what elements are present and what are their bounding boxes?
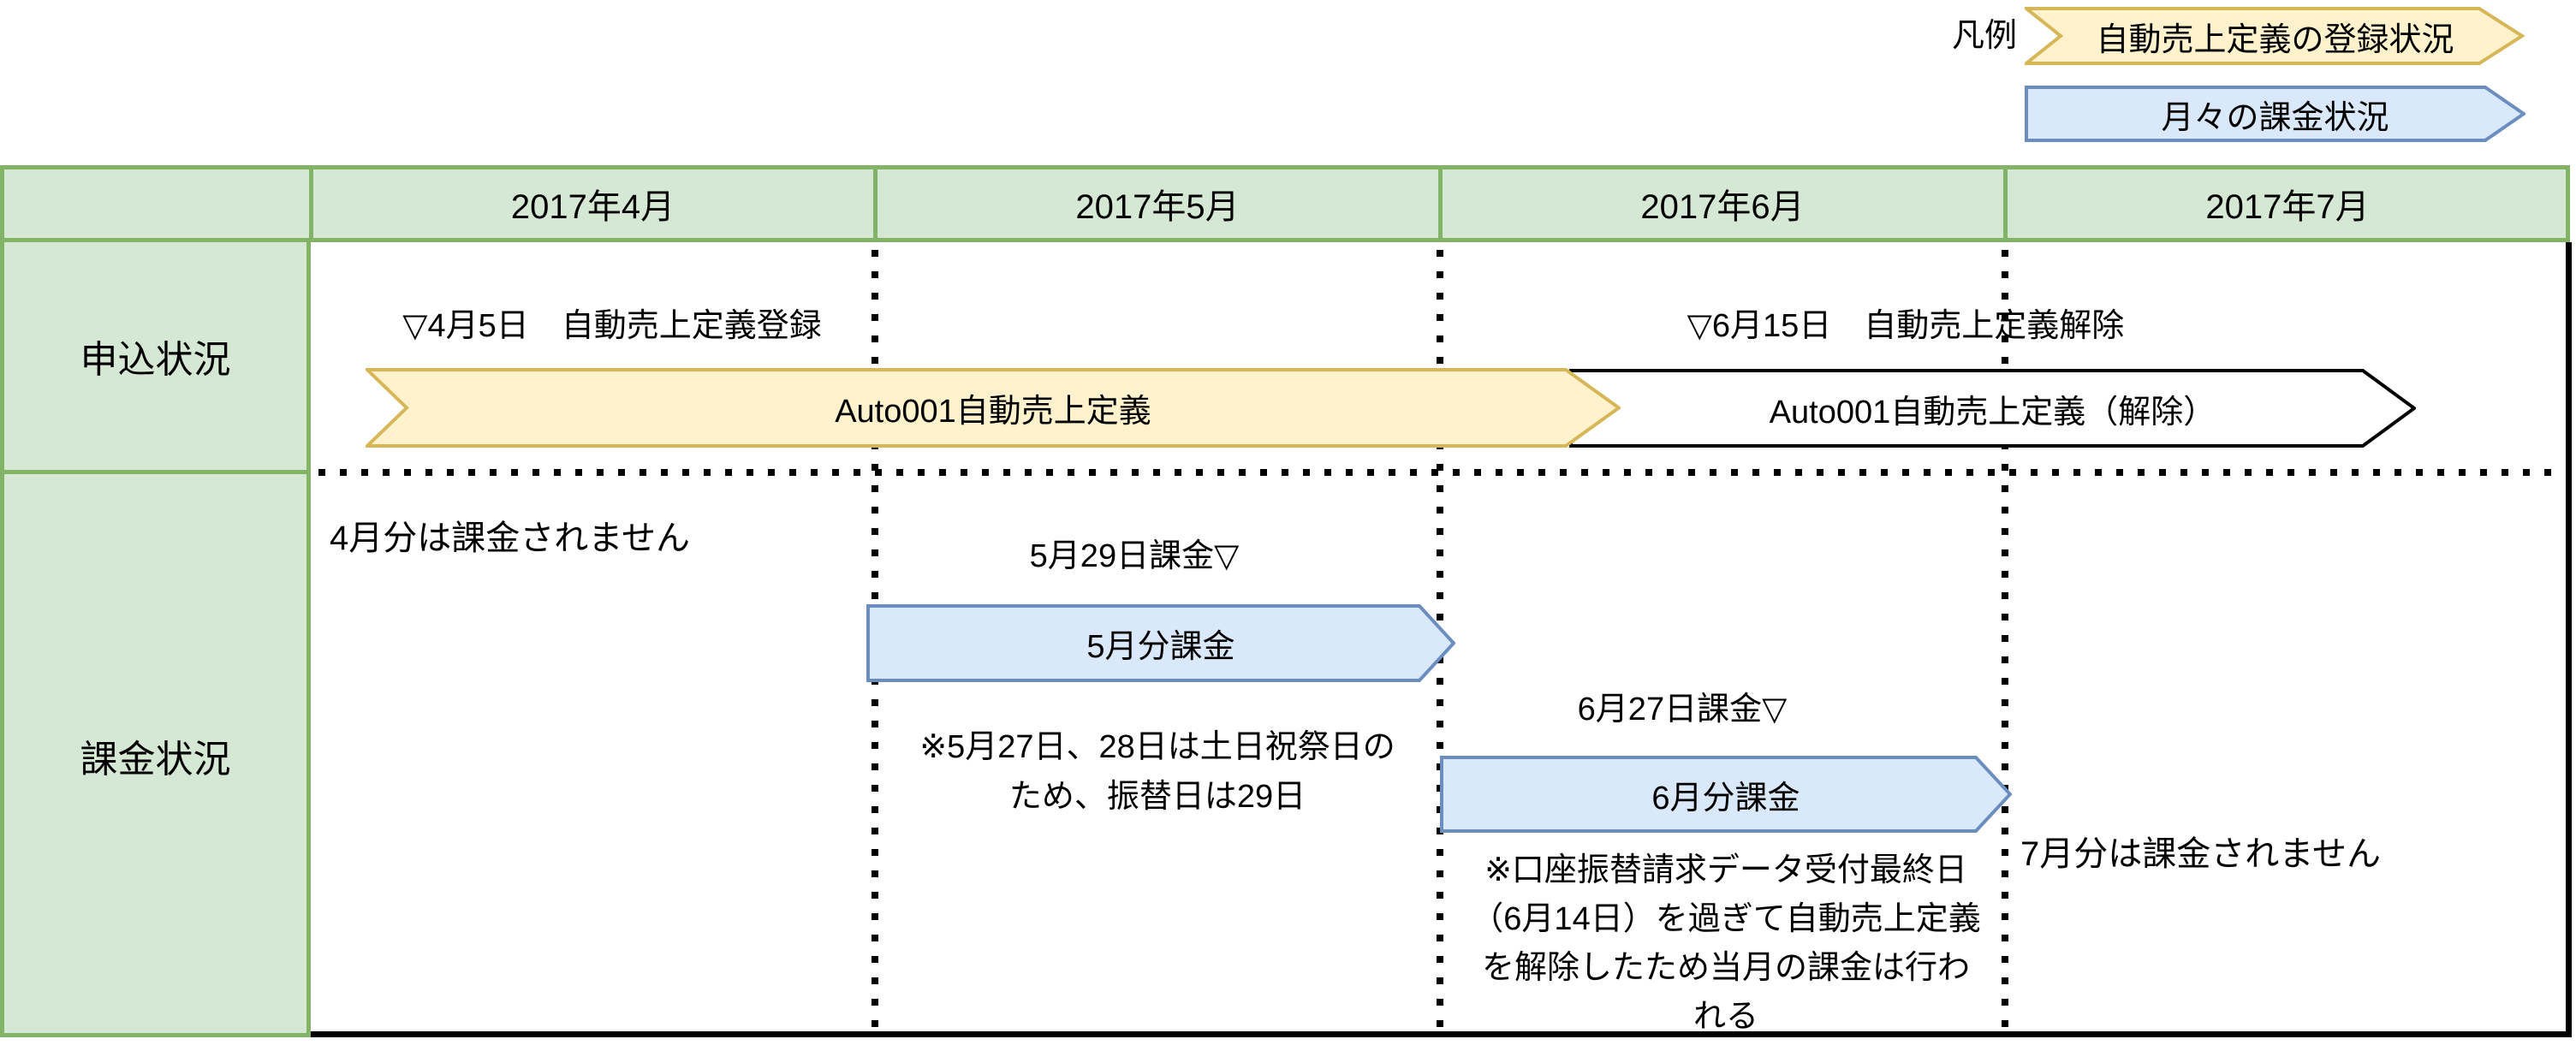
april-no-billing-note: 4月分は課金されません bbox=[330, 520, 691, 557]
unregister-date-marker: ▽6月15日 自動売上定義解除 bbox=[1687, 308, 2125, 344]
row-label-billing: 課金状況 bbox=[80, 739, 231, 781]
legend-title: 凡例 bbox=[1951, 18, 2017, 54]
row-label-column bbox=[0, 238, 311, 1037]
header-2017-05: 2017年5月 bbox=[1075, 188, 1240, 226]
may-holiday-note: ※5月27日、28日は土日祝祭日の ため、振替日は29日 bbox=[919, 729, 1395, 815]
june-deadline-note: ※口座振替請求データ受付最終日 （6月14日）を過ぎて自動売上定義 を解除したた… bbox=[1471, 852, 1981, 1035]
registered-definition-arrow: Auto001自動売上定義 bbox=[366, 368, 1621, 448]
header-divider bbox=[309, 165, 313, 242]
registered-arrow-label: Auto001自動売上定義 bbox=[835, 394, 1151, 430]
may-billing-date-marker: 5月29日課金▽ bbox=[1029, 538, 1240, 574]
header-divider bbox=[1438, 165, 1443, 242]
may-billing-arrow-icon bbox=[866, 604, 1455, 682]
row-label-divider bbox=[0, 470, 311, 474]
legend-registration-arrow: 自動売上定義の登録状況 bbox=[2025, 7, 2525, 65]
dotted-guide-july bbox=[2002, 250, 2008, 1027]
legend-registration-label: 自動売上定義の登録状況 bbox=[2096, 21, 2454, 58]
chart-body bbox=[311, 242, 2572, 1037]
unregistered-definition-arrow: Auto001自動売上定義（解除） bbox=[1569, 369, 2416, 448]
may-billing-arrow: 5月分課金 bbox=[866, 604, 1455, 682]
unregistered-arrow-label: Auto001自動売上定義（解除） bbox=[1769, 394, 2216, 430]
may-billing-arrow-label: 5月分課金 bbox=[1086, 629, 1235, 665]
dotted-row-divider bbox=[318, 469, 2561, 476]
june-billing-arrow: 6月分課金 bbox=[1440, 756, 2012, 833]
legend-billing-label: 月々の課金状況 bbox=[2161, 99, 2389, 136]
june-billing-date-marker: 6月27日課金▽ bbox=[1577, 692, 1788, 727]
legend-billing-arrow: 月々の課金状況 bbox=[2025, 86, 2525, 142]
header-2017-06: 2017年6月 bbox=[1640, 188, 1805, 226]
registered-arrow-icon bbox=[366, 368, 1621, 448]
header-2017-07: 2017年7月 bbox=[2205, 188, 2370, 226]
june-billing-arrow-icon bbox=[1440, 756, 2012, 833]
july-no-billing-note: 7月分は課金されません bbox=[2020, 835, 2382, 873]
month-header-row bbox=[0, 165, 2570, 242]
billing-arrow-icon bbox=[2025, 86, 2525, 142]
registration-arrow-icon bbox=[2025, 7, 2525, 65]
header-divider bbox=[2003, 165, 2008, 242]
june-billing-arrow-label: 6月分課金 bbox=[1651, 780, 1800, 816]
header-divider bbox=[873, 165, 878, 242]
header-2017-04: 2017年4月 bbox=[510, 188, 675, 226]
row-label-application: 申込状況 bbox=[80, 339, 231, 381]
register-date-marker: ▽4月5日 自動売上定義登録 bbox=[402, 308, 822, 344]
